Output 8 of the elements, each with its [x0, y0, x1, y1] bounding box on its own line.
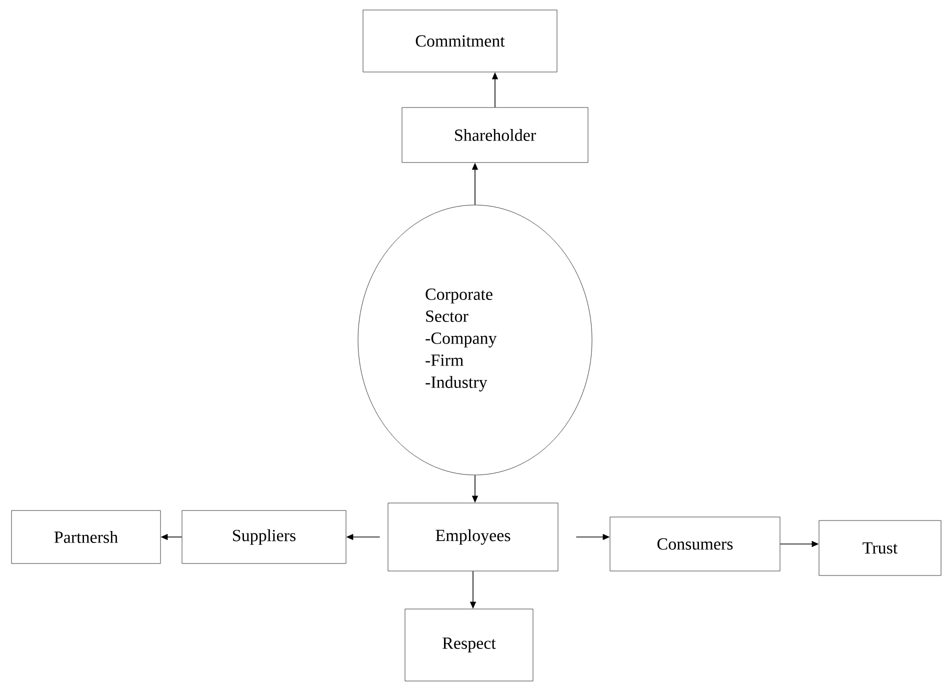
concept-box: Consumers — [610, 516, 780, 572]
concept-box: Commitment — [362, 10, 558, 72]
concept-box: Suppliers — [182, 510, 346, 564]
concept-box: Respect — [404, 608, 534, 682]
concept-box: Trust — [818, 520, 942, 576]
concept-box: Employees — [388, 502, 558, 572]
concept-box: Shareholder — [402, 107, 588, 163]
concept-box: Partnersh — [11, 510, 161, 564]
